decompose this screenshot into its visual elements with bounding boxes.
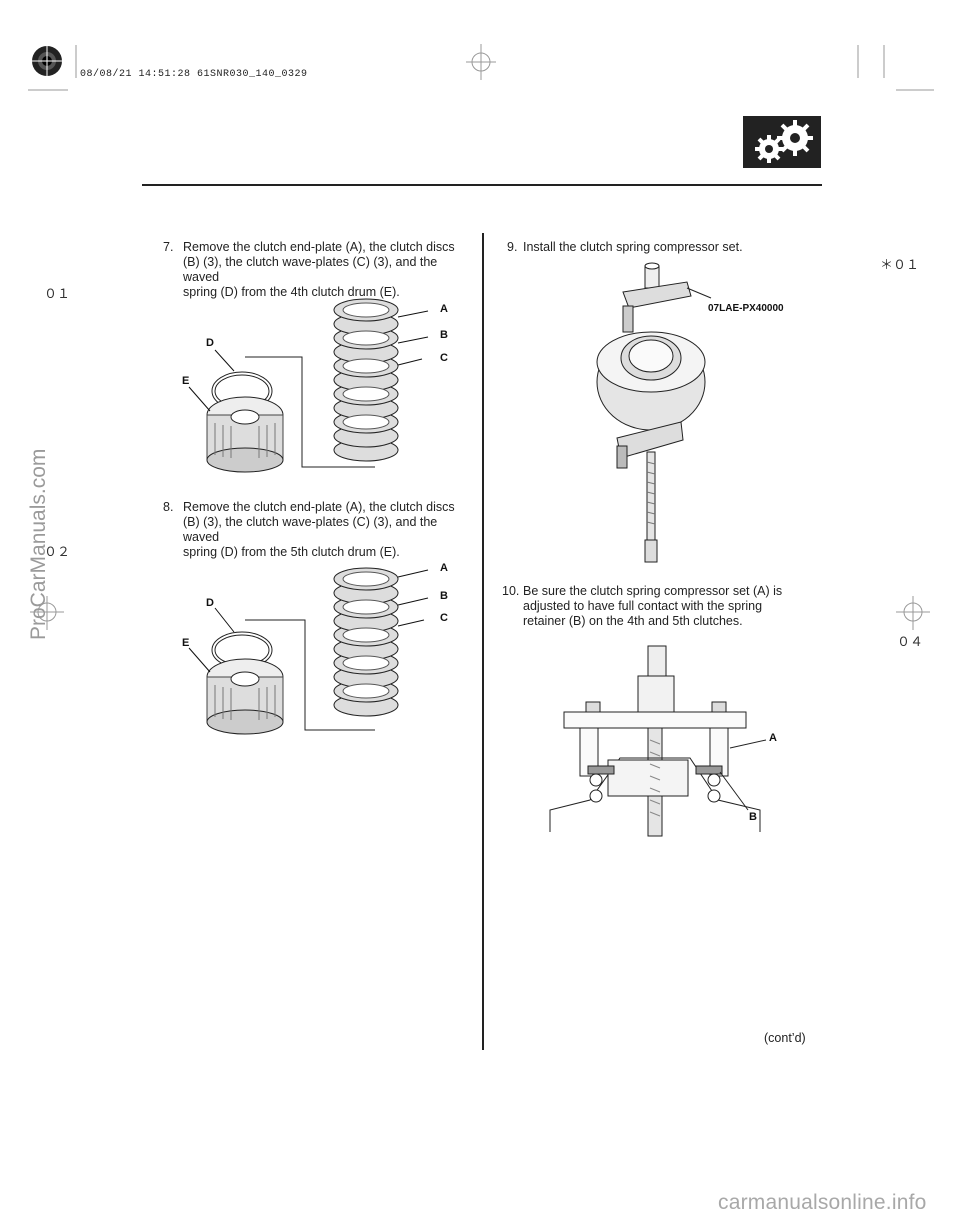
step-10: 10. Be sure the clutch spring compressor… (502, 584, 822, 629)
watermark-bottom: carmanualsonline.info (718, 1191, 927, 1214)
figure-label: B (749, 811, 757, 823)
figure-label: 07LAE-PX40000 (708, 303, 784, 314)
step-7: 7. Remove the clutch end-plate (A), the … (163, 240, 473, 300)
margin-mark-left-mid: ０２ (44, 545, 71, 560)
step-text-line: Remove the clutch end-plate (A), the clu… (183, 500, 455, 514)
figure-4th-clutch-disassembly (188, 298, 429, 473)
figure-label: D (206, 337, 214, 349)
watermark-left: ProCarManuals.com (27, 448, 50, 640)
figure-label: C (440, 352, 448, 364)
step-number: 9. (507, 240, 518, 254)
step-text-line: Remove the clutch end-plate (A), the clu… (183, 240, 455, 254)
step-number: 10. (502, 584, 520, 598)
step-9: 9. Install the clutch spring compressor … (502, 240, 822, 255)
figure-label: A (440, 562, 448, 574)
figure-label: D (206, 597, 214, 609)
step-8: 8. Remove the clutch end-plate (A), the … (163, 500, 473, 560)
margin-mark-right-top: ＊０１ (880, 258, 920, 273)
header-rule (142, 184, 822, 186)
step-text-line: retainer (B) on the 4th and 5th clutches… (523, 614, 743, 628)
step-text-line: (B) (3), the clutch wave-plates (C) (3),… (183, 515, 438, 544)
step-number: 8. (163, 500, 174, 514)
step-text-line: (B) (3), the clutch wave-plates (C) (3),… (183, 255, 438, 284)
figure-label: C (440, 612, 448, 624)
figure-label: A (440, 303, 448, 315)
column-divider (482, 233, 484, 1050)
figure-label: A (769, 732, 777, 744)
margin-mark-right-bottom: ０４ (897, 635, 924, 650)
step-text-line: Install the clutch spring compressor set… (523, 240, 743, 254)
figure-label: B (440, 590, 448, 602)
margin-mark-left-top: ０１ (44, 287, 71, 302)
figure-compressor-set (596, 262, 712, 563)
step-text-line: spring (D) from the 4th clutch drum (E). (183, 285, 400, 299)
figure-label: E (182, 637, 190, 649)
figure-label: B (440, 329, 448, 341)
continued-note: (cont’d) (764, 1031, 806, 1045)
figure-5th-clutch-disassembly (188, 567, 429, 735)
print-stamp: 08/08/21 14:51:28 61SNR030_140_0329 (80, 69, 308, 80)
target-icon (28, 42, 66, 80)
figure-compressor-contact (549, 645, 767, 837)
step-number: 7. (163, 240, 174, 254)
step-text-line: Be sure the clutch spring compressor set… (523, 584, 783, 598)
figure-label: E (182, 375, 190, 387)
step-text-line: adjusted to have full contact with the s… (523, 599, 763, 613)
gears-icon (743, 116, 821, 168)
step-text-line: spring (D) from the 5th clutch drum (E). (183, 545, 400, 559)
